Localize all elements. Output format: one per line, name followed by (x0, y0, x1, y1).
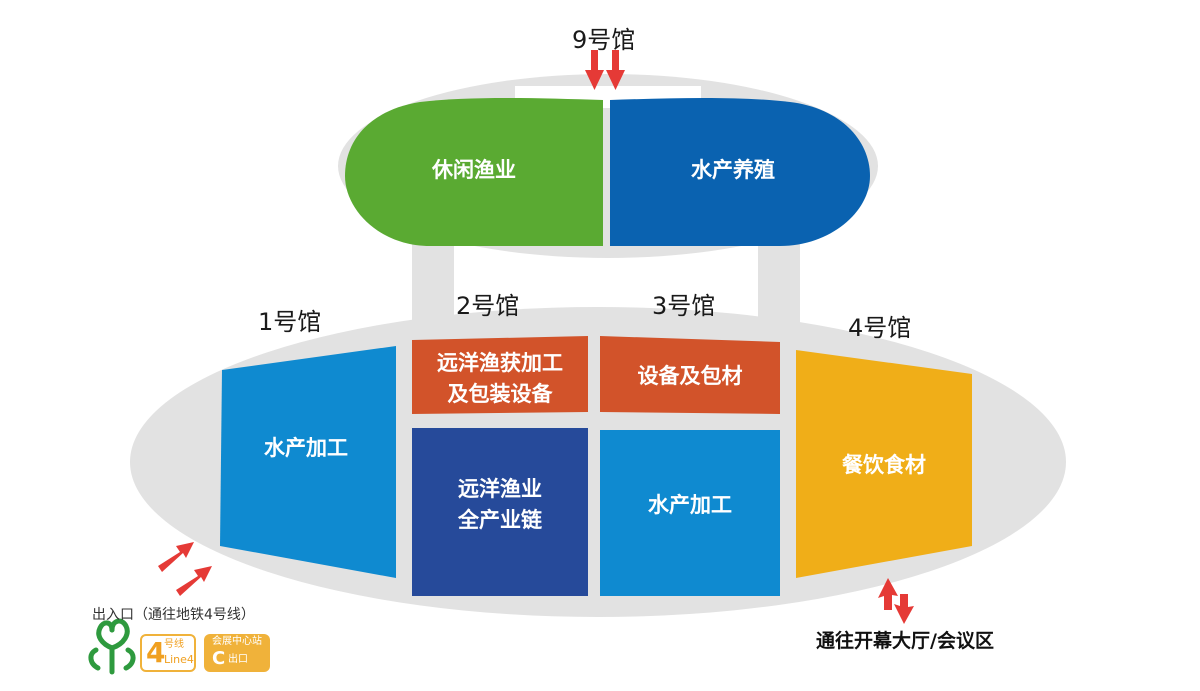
zone-h2-equipment-label-2: 及包装设备 (448, 382, 554, 406)
zone-h2-equipment[interactable] (412, 336, 588, 414)
metro-exit-station: 会展中心站 (212, 636, 262, 647)
zone-h3-processing-label: 水产加工 (648, 493, 732, 517)
metro-line-badge: 4 号线 Line4 (140, 634, 196, 672)
legend: 出入口（通往地铁4号线） 4 号线 Line4 会展中心站 C 出口 (92, 604, 270, 672)
metro-exit-letter: C (212, 648, 226, 669)
metro-exit-label: 出口 (228, 654, 248, 665)
hall-2-label: 2号馆 (456, 292, 520, 320)
arrow-bidirectional-icon (878, 578, 914, 624)
hall-4-label: 4号馆 (848, 314, 912, 342)
zone-leisure-fishery[interactable] (345, 98, 603, 246)
zone-h4-catering[interactable] (796, 350, 972, 578)
arrow-down-icon (585, 50, 625, 90)
zone-h3-packaging[interactable] (600, 336, 780, 414)
zone-h2-equipment-label-1: 远洋渔获加工 (437, 351, 563, 375)
zone-h2-chain-label-1: 远洋渔业 (458, 477, 542, 501)
zone-h1-processing-label: 水产加工 (264, 436, 348, 460)
to-opening-hall-label: 通往开幕大厅/会议区 (816, 630, 994, 652)
zone-h2-chain-label-2: 全产业链 (457, 508, 543, 532)
hall-3-label: 3号馆 (652, 292, 716, 320)
legend-title: 出入口（通往地铁4号线） (92, 607, 255, 623)
corridor-right (758, 232, 800, 332)
zone-aquaculture-label: 水产养殖 (691, 158, 775, 182)
metro-line-cn: 号线 (164, 639, 184, 650)
zone-h3-processing[interactable] (600, 430, 780, 596)
tree-exit-icon (88, 618, 136, 675)
zone-h3-packaging-label: 设备及包材 (638, 364, 743, 388)
zone-leisure-fishery-label: 休闲渔业 (431, 158, 516, 182)
metro-line-number: 4 (146, 636, 166, 669)
zone-h4-catering-label: 餐饮食材 (842, 453, 926, 477)
hall-1-label: 1号馆 (258, 308, 322, 336)
zone-h2-chain[interactable] (412, 428, 588, 596)
legend-badges: 4 号线 Line4 会展中心站 C 出口 (92, 634, 282, 674)
metro-exit-badge: 会展中心站 C 出口 (204, 634, 270, 672)
metro-line-en: Line4 (164, 653, 194, 666)
arrow-up-right-icon (158, 542, 212, 596)
hall-9-label: 9号馆 (572, 26, 636, 54)
zone-h1-processing[interactable] (220, 346, 396, 578)
zone-aquaculture[interactable] (610, 98, 870, 246)
